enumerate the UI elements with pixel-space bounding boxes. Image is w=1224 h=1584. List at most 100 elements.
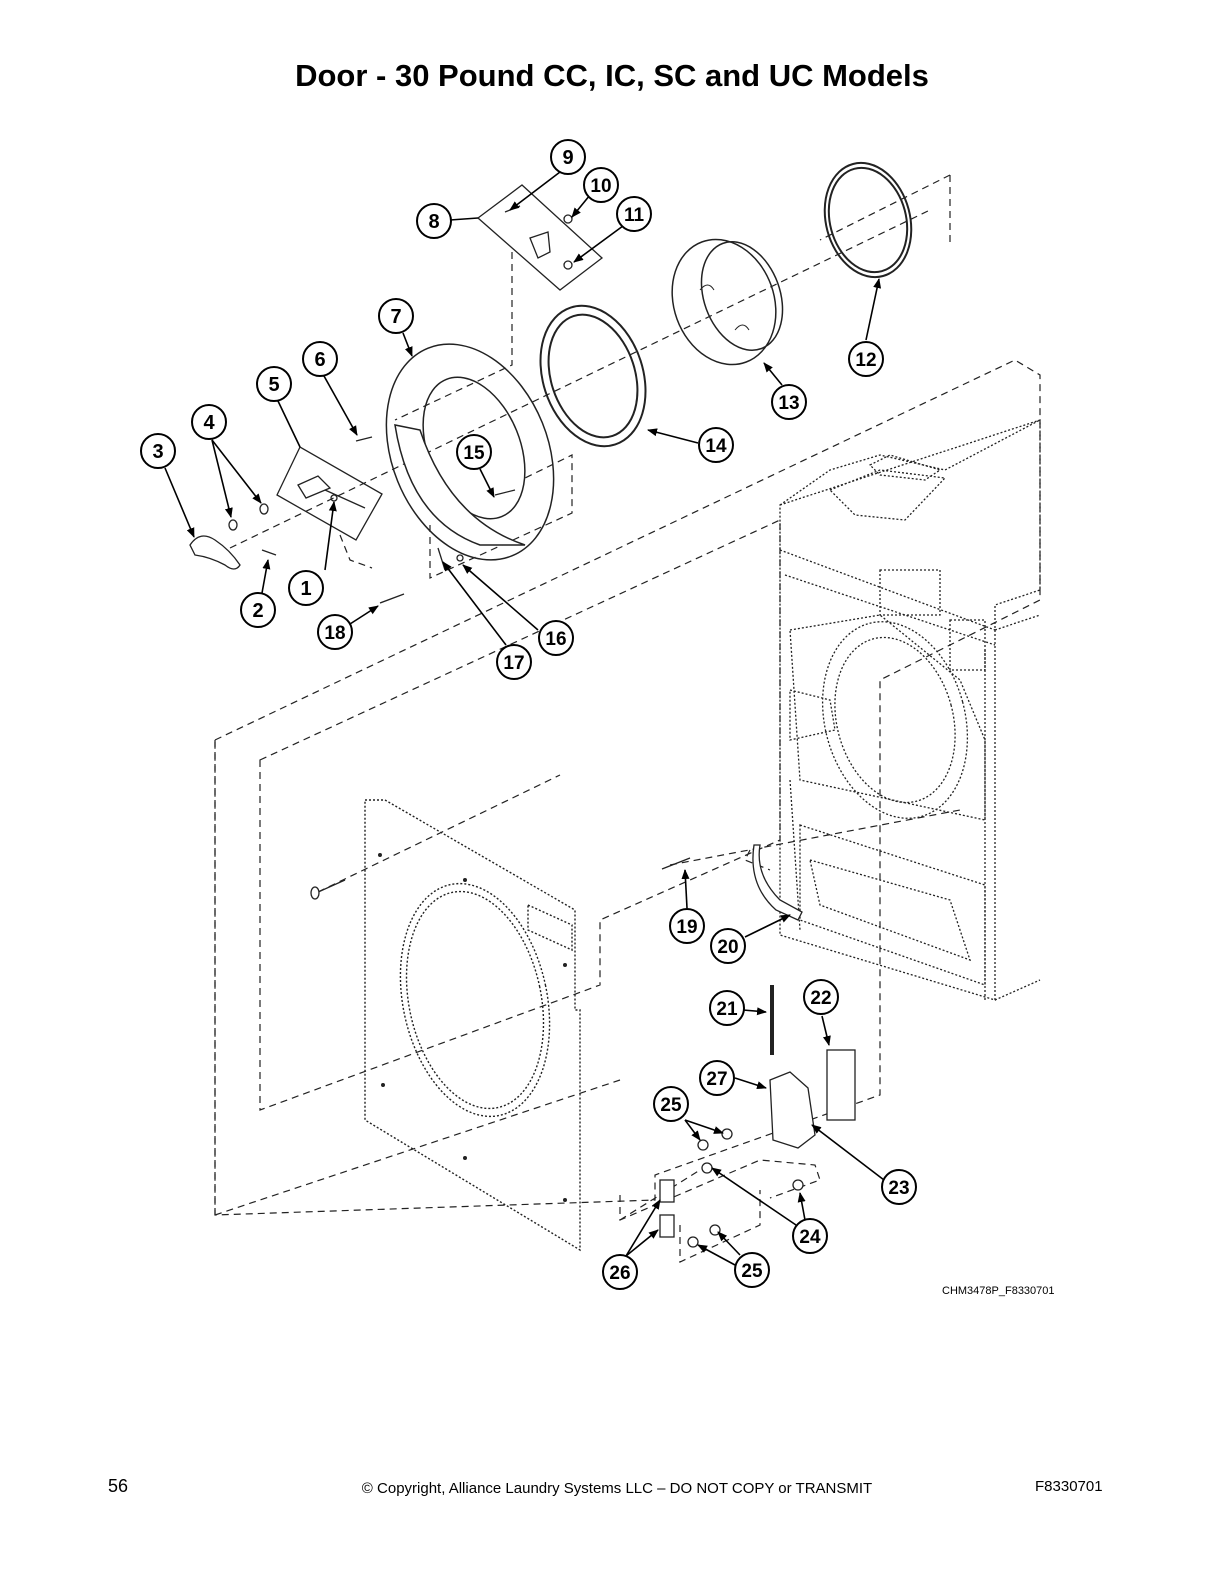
callout-15: 15 xyxy=(456,434,492,470)
page-title: Door - 30 Pound CC, IC, SC and UC Models xyxy=(295,58,929,93)
callout-3: 3 xyxy=(140,433,176,469)
callout-27: 27 xyxy=(699,1060,735,1096)
callout-label: 26 xyxy=(609,1263,630,1284)
door-glass xyxy=(671,238,784,366)
callout-label: 9 xyxy=(562,147,573,169)
callout-circle xyxy=(240,592,276,628)
callout-circle xyxy=(848,341,884,377)
handle-parts xyxy=(189,436,516,604)
callout-circle xyxy=(616,196,652,232)
callout-circle xyxy=(256,366,292,402)
callout-label: 3 xyxy=(152,441,163,463)
callout-label: 12 xyxy=(855,350,876,371)
panel-screw xyxy=(310,879,346,900)
callout-2: 2 xyxy=(240,592,276,628)
front-panel-screw-holes xyxy=(378,853,567,1202)
callout-25: 25 xyxy=(734,1252,770,1288)
callout-18: 18 xyxy=(317,614,353,650)
callout-17: 17 xyxy=(496,644,532,680)
callout-8: 8 xyxy=(416,203,452,239)
callout-5: 5 xyxy=(256,366,292,402)
callout-circle xyxy=(416,203,452,239)
callout-circle xyxy=(698,427,734,463)
callout-19: 19 xyxy=(669,908,705,944)
handle-bracket-group xyxy=(276,446,383,541)
callout-label: 20 xyxy=(717,937,738,958)
callout-20: 20 xyxy=(710,928,746,964)
hinge-bracket-group xyxy=(476,184,604,291)
callout-circle xyxy=(710,928,746,964)
callout-7: 7 xyxy=(378,298,414,334)
callout-circle xyxy=(699,1060,735,1096)
callout-circle xyxy=(288,570,324,606)
page-number: 56 xyxy=(108,1476,129,1496)
callout-circle xyxy=(881,1169,917,1205)
callout-circle xyxy=(669,908,705,944)
callout-layer: 1234567891011121314151617181920212223242… xyxy=(140,139,917,1290)
callout-9: 9 xyxy=(550,139,586,175)
callout-label: 18 xyxy=(324,623,345,644)
callout-label: 14 xyxy=(705,436,727,457)
door-gasket xyxy=(539,304,647,448)
callout-circle xyxy=(140,433,176,469)
callout-circle xyxy=(191,404,227,440)
callout-label: 10 xyxy=(590,176,611,197)
callout-circle xyxy=(378,298,414,334)
dashed-guide-lines xyxy=(214,174,1041,1263)
callout-circle xyxy=(456,434,492,470)
callout-circle xyxy=(734,1252,770,1288)
callout-13: 13 xyxy=(771,384,807,420)
callout-25: 25 xyxy=(653,1086,689,1122)
callout-label: 13 xyxy=(778,393,799,414)
callout-label: 2 xyxy=(252,600,263,622)
callout-24: 24 xyxy=(792,1218,828,1254)
callout-label: 24 xyxy=(799,1227,821,1248)
callout-circle xyxy=(653,1086,689,1122)
callout-circle xyxy=(538,620,574,656)
callout-14: 14 xyxy=(698,427,734,463)
callout-label: 7 xyxy=(390,306,401,328)
retainer-ring xyxy=(823,161,913,279)
callout-circle xyxy=(792,1218,828,1254)
callout-label: 11 xyxy=(624,205,645,226)
callout-4: 4 xyxy=(191,404,227,440)
copyright-notice: © Copyright, Alliance Laundry Systems LL… xyxy=(361,1480,873,1497)
callout-12: 12 xyxy=(848,341,884,377)
callout-10: 10 xyxy=(583,167,619,203)
callout-label: 4 xyxy=(203,412,215,434)
callout-label: 25 xyxy=(660,1095,682,1116)
callout-circle xyxy=(550,139,586,175)
front-panel xyxy=(364,799,581,1252)
callout-label: 17 xyxy=(503,653,524,674)
document-code: F8330701 xyxy=(1035,1478,1103,1495)
callout-label: 15 xyxy=(463,443,485,464)
callout-label: 8 xyxy=(428,211,439,233)
callout-circle xyxy=(803,979,839,1015)
callout-label: 21 xyxy=(716,999,738,1020)
dryer-cabinet xyxy=(779,419,1041,1001)
callout-label: 6 xyxy=(314,349,325,371)
callout-circle xyxy=(771,384,807,420)
callout-label: 23 xyxy=(888,1178,909,1199)
callout-22: 22 xyxy=(803,979,839,1015)
drawing-id: CHM3478P_F8330701 xyxy=(942,1285,1055,1297)
callout-label: 25 xyxy=(741,1261,763,1282)
callout-circle xyxy=(709,990,745,1026)
callout-label: 1 xyxy=(300,578,311,600)
callout-6: 6 xyxy=(302,341,338,377)
callout-11: 11 xyxy=(616,196,652,232)
callout-circle xyxy=(496,644,532,680)
callout-label: 22 xyxy=(810,988,831,1009)
callout-circle xyxy=(317,614,353,650)
callout-circle xyxy=(602,1254,638,1290)
callout-label: 16 xyxy=(545,629,566,650)
switch-lock-parts xyxy=(659,844,856,1248)
callout-21: 21 xyxy=(709,990,745,1026)
callout-label: 19 xyxy=(676,917,697,938)
door-ring xyxy=(385,343,555,561)
callout-circle xyxy=(583,167,619,203)
leader-lines xyxy=(164,171,885,1266)
callout-circle xyxy=(302,341,338,377)
callout-23: 23 xyxy=(881,1169,917,1205)
